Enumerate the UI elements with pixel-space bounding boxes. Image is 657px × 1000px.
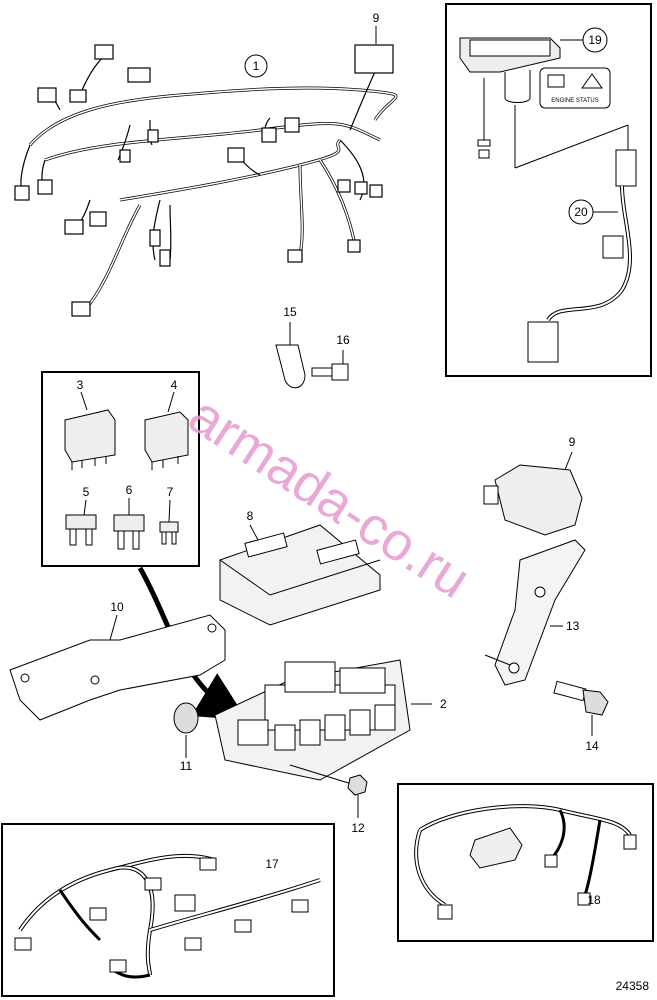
callout-9-bottom-label: 9 (569, 435, 576, 449)
connector-9 (483, 451, 583, 536)
fuse-6 (113, 498, 145, 550)
callout-9-top: 9 (373, 11, 380, 44)
adapter-harness (414, 804, 637, 920)
callout-8-label: 8 (247, 509, 254, 523)
callout-20-label: 20 (574, 205, 588, 219)
fuse-box-cover (219, 524, 381, 626)
rubber-mount (173, 702, 199, 758)
callout-5-label: 5 (83, 485, 90, 499)
harness-17-box (1, 823, 335, 997)
engine-status-switch: ENGINE STATUS (459, 37, 611, 159)
callout-6-label: 6 (126, 483, 133, 497)
fuse-box (214, 659, 432, 781)
fuse-5 (65, 499, 97, 546)
callout-13-label: 13 (566, 619, 580, 633)
nut (289, 764, 368, 818)
relays-fuses-box (41, 371, 200, 567)
connector-bracket (484, 539, 586, 686)
figure-number: 24358 (616, 979, 650, 993)
callout-10-label: 10 (110, 600, 124, 614)
callout-1-label: 1 (253, 59, 260, 73)
callout-19: 19 (560, 27, 608, 53)
clamp (275, 322, 306, 389)
callout-15-label: 15 (283, 305, 297, 319)
callout-11-label: 11 (180, 759, 193, 773)
screw-16 (311, 350, 349, 381)
callout-3-label: 3 (77, 378, 84, 392)
callout-12-label: 12 (351, 821, 365, 835)
engine-status-panel-box (445, 3, 652, 377)
callout-7-label: 7 (167, 485, 174, 499)
callout-4-label: 4 (171, 378, 178, 392)
callout-16-label: 16 (336, 333, 350, 347)
relay-4 (144, 391, 189, 470)
warning-triangle-icon (581, 73, 603, 89)
engine-status-text: ENGINE STATUS (551, 98, 598, 104)
injector-harness (14, 853, 321, 979)
fuse-7 (159, 499, 179, 545)
callout-18-label: 18 (587, 893, 601, 907)
engine-status-harness (514, 105, 637, 363)
callout-14-label: 14 (585, 739, 599, 753)
mounting-bracket (9, 614, 226, 721)
callout-9-top-label: 9 (373, 11, 380, 25)
callout-19-label: 19 (588, 33, 602, 47)
callout-17-label: 17 (265, 857, 279, 871)
relay-3 (64, 391, 116, 470)
main-wiring-harness (14, 44, 398, 317)
callout-2-label: 2 (440, 697, 447, 711)
bolt (553, 680, 609, 736)
callout-20: 20 (568, 199, 618, 225)
callout-1: 1 (244, 54, 268, 78)
engine-icon (547, 74, 565, 88)
harness-18-box (397, 783, 654, 942)
